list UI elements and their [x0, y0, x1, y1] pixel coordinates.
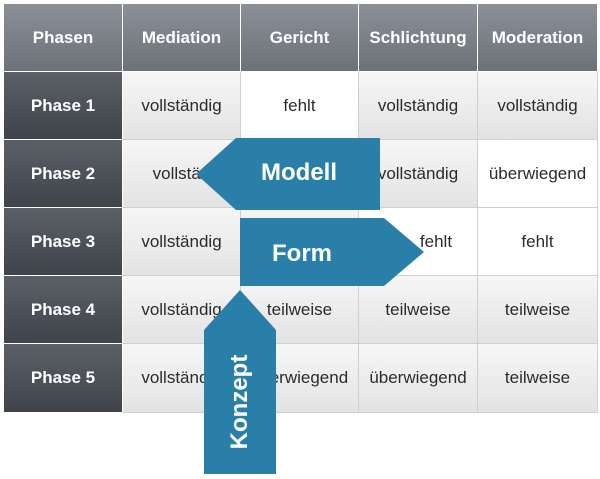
cell-phase1-gericht: fehlt	[241, 72, 359, 140]
cell-phase3-schlichtung: fehlt	[359, 208, 478, 276]
phases-table: Phasen Mediation Gericht Schlichtung Mod…	[4, 4, 598, 413]
cell-phase2-moderation: überwiegend	[478, 140, 598, 208]
row-label-phase-5: Phase 5	[4, 344, 123, 413]
row-label-phase-3: Phase 3	[4, 208, 123, 276]
header-schlichtung: Schlichtung	[359, 4, 478, 72]
cell-phase4-schlichtung: teilweise	[359, 276, 478, 344]
cell-phase2-schlichtung: vollständig	[359, 140, 478, 208]
cell-phase5-schlichtung: überwiegend	[359, 344, 478, 413]
cell-phase1-mediation: vollständig	[123, 72, 241, 140]
row-label-phase-4: Phase 4	[4, 276, 123, 344]
form-arrow-label: Form	[272, 240, 332, 267]
header-mediation: Mediation	[123, 4, 241, 72]
cell-phase1-schlichtung: vollständig	[359, 72, 478, 140]
cell-phase2-mediation: vollstän	[123, 140, 241, 208]
cell-phase5-moderation: teilweise	[478, 344, 598, 413]
cell-phase3-moderation: fehlt	[478, 208, 598, 276]
cell-phase3-mediation: vollständig	[123, 208, 241, 276]
row-label-phase-2: Phase 2	[4, 140, 123, 208]
cell-phase4-mediation: vollständig	[123, 276, 241, 344]
cell-phase5-gericht: überwiegend	[241, 344, 359, 413]
cell-phase4-moderation: teilweise	[478, 276, 598, 344]
modell-arrow-label: Modell	[261, 159, 337, 186]
header-gericht: Gericht	[241, 4, 359, 72]
cell-phase1-moderation: vollständig	[478, 72, 598, 140]
konzept-arrow-label: Konzept	[226, 354, 253, 450]
header-moderation: Moderation	[478, 4, 598, 72]
cell-phase4-gericht: teilweise	[241, 276, 359, 344]
header-phasen: Phasen	[4, 4, 123, 72]
row-label-phase-1: Phase 1	[4, 72, 123, 140]
cell-phase5-mediation: vollständig	[123, 344, 241, 413]
